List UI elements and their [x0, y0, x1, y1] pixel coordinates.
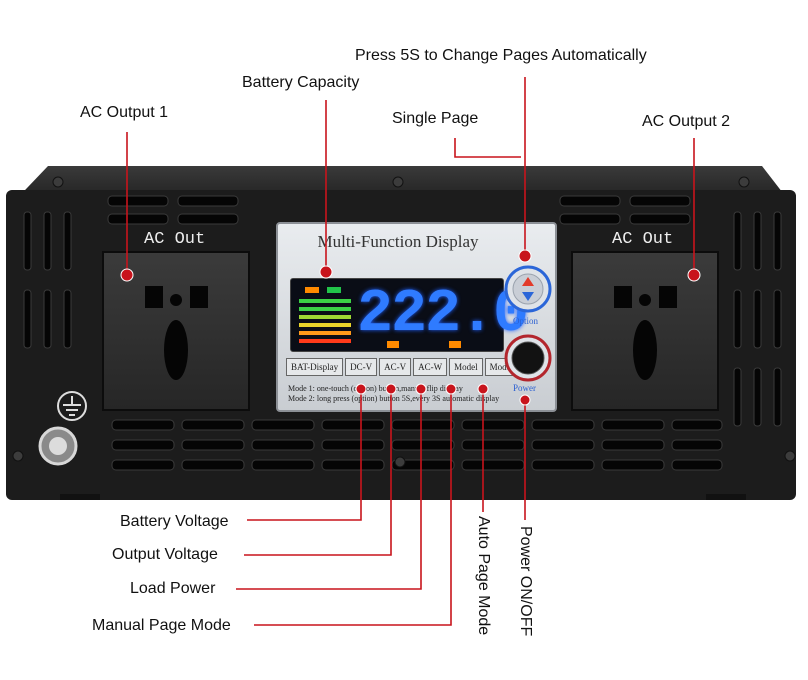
- option-label: Option: [513, 316, 539, 326]
- label-ac-output-2: AC Output 2: [642, 113, 731, 130]
- socket-label-left: AC Out: [144, 230, 206, 249]
- callout-single-page: [454, 138, 521, 158]
- lcd-indicator-right: [449, 341, 461, 348]
- panel-title: Multi-Function Display: [317, 232, 479, 251]
- label-output-voltage: Output Voltage: [112, 546, 218, 563]
- callout-output-voltage: [244, 389, 392, 556]
- ground-terminal: [38, 391, 87, 466]
- label-power-on-off: Power ON/OFF: [517, 526, 534, 637]
- marker-ac-w: [415, 383, 427, 395]
- label-load-power: Load Power: [130, 580, 216, 597]
- callout-load-power: [236, 389, 422, 590]
- marker-model: [445, 383, 457, 395]
- marker-battery-capacity: [319, 265, 333, 279]
- key-ac-w: AC-W: [413, 358, 448, 376]
- marker-dc-v: [355, 383, 367, 395]
- marker-mode2: [477, 383, 489, 395]
- callout-manual-page-mode: [254, 389, 452, 626]
- callout-battery-voltage: [247, 389, 362, 521]
- key-ac-v: AC-V: [379, 358, 412, 376]
- lcd-readout: 222.0: [357, 281, 529, 349]
- marker-option: [518, 249, 532, 263]
- label-battery-voltage: Battery Voltage: [120, 513, 229, 530]
- power-button[interactable]: [503, 333, 553, 383]
- power-label: Power: [513, 383, 536, 393]
- battery-capacity-bars: [299, 287, 351, 343]
- marker-ac-v: [385, 383, 397, 395]
- key-bat-display: BAT-Display: [286, 358, 344, 376]
- key-dc-v: DC-V: [345, 358, 378, 376]
- label-single-page: Single Page: [392, 110, 479, 127]
- arrow-up-icon: [522, 277, 534, 286]
- marker-ac-output-1: [120, 268, 134, 282]
- label-ac-output-1: AC Output 1: [80, 104, 169, 121]
- marker-ac-output-2: [687, 268, 701, 282]
- key-model: Model: [449, 358, 483, 376]
- vent-slots: [23, 195, 782, 471]
- label-battery-capacity: Battery Capacity: [242, 74, 360, 91]
- lcd-indicator-left: [387, 341, 399, 348]
- arrow-down-icon: [522, 292, 534, 301]
- label-manual-page-mode: Manual Page Mode: [92, 617, 231, 634]
- label-auto-page-mode: Auto Page Mode: [475, 516, 492, 636]
- marker-power: [519, 394, 531, 406]
- option-button[interactable]: [503, 264, 553, 314]
- label-press-5s: Press 5S to Change Pages Automatically: [355, 47, 647, 64]
- ac-socket-left: [102, 251, 250, 411]
- lcd-screen: 222.0: [290, 278, 529, 352]
- mode-note-1: Mode 1: one-touch (option) button,manual…: [288, 384, 463, 393]
- display-panel: Multi-Function Display 222.0 BAT-Display…: [276, 222, 557, 412]
- mode-note-2: Mode 2: long press (option) button 5S,ev…: [288, 394, 500, 403]
- socket-label-right: AC Out: [612, 230, 674, 249]
- chassis-screws: [12, 176, 796, 468]
